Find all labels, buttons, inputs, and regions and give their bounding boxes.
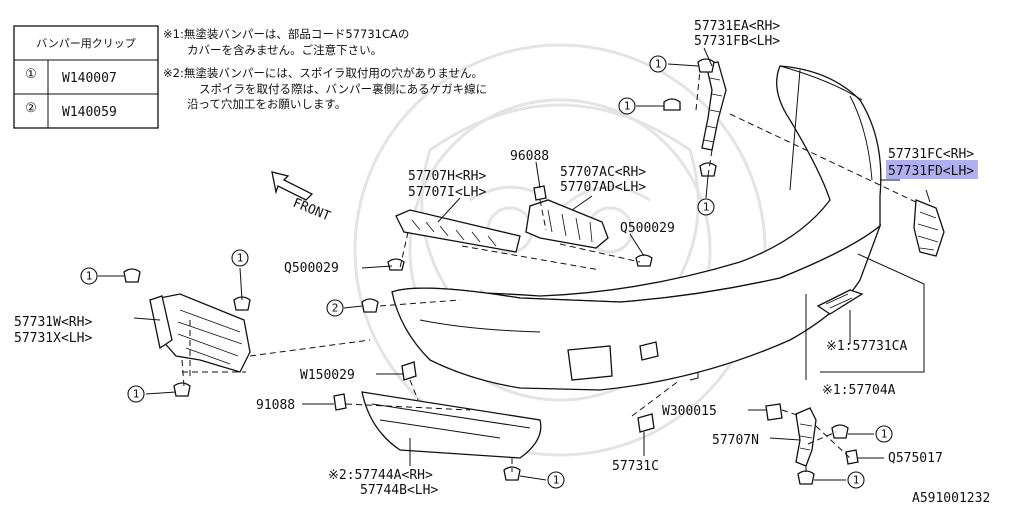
callout-1-h: 1 — [875, 425, 893, 443]
front-label: FRONT — [291, 196, 333, 225]
highlight-57731FD — [886, 160, 978, 179]
label-57731FD: 57731FD<LH> — [888, 164, 974, 179]
bumper-side-support-bracket-57707h — [395, 209, 521, 253]
svg-text:1: 1 — [881, 428, 888, 441]
callout-1-a: 1 — [649, 55, 667, 73]
note1-line1: ※1:無塗装バンパーは、部品コード57731CAの — [163, 27, 409, 41]
label-57744B: 57744B<LH> — [360, 483, 438, 498]
bumper-side-support-bracket-57707ac — [525, 199, 609, 249]
label-57744A: ※2:57744A<RH> — [328, 468, 433, 483]
label-57731X: 57731X<LH> — [14, 331, 92, 346]
diagram-id: A591001232 — [912, 491, 990, 506]
label-57731EA: 57731EA<RH> — [694, 19, 780, 34]
svg-text:1: 1 — [853, 474, 860, 487]
svg-text:1: 1 — [703, 201, 710, 214]
bumper-cap-57731c — [637, 413, 655, 433]
label-57707AC: 57707AC<RH> — [560, 165, 646, 180]
label-91088: 91088 — [256, 398, 295, 413]
note2-line1: ※2:無塗装バンパーには、スポイラ取付用の穴がありません。 — [163, 66, 483, 80]
label-57731C: 57731C — [612, 459, 659, 474]
bumper-bracket-57707n — [795, 407, 817, 467]
callout-1-i: 1 — [847, 471, 865, 489]
label-57707N: 57707N — [712, 433, 759, 448]
callout-1-b: 1 — [618, 97, 636, 115]
label-57707H: 57707H<RH> — [408, 169, 486, 184]
callout-1-d: 1 — [80, 267, 98, 285]
leader-lines — [98, 47, 931, 481]
label-57731FC: 57731FC<RH> — [888, 147, 974, 162]
svg-text:1: 1 — [237, 252, 244, 265]
notes-block: ※1:無塗装バンパーは、部品コード57731CAの カバーを含みません。ご注意下… — [163, 27, 487, 111]
callout-1-f: 1 — [127, 385, 145, 403]
svg-text:1: 1 — [655, 58, 662, 71]
callout-markers: 1 1 1 2 1 1 1 1 1 1 — [80, 55, 893, 489]
label-57704A: ※1:57704A — [822, 383, 896, 398]
label-96088: 96088 — [510, 149, 549, 164]
bumper-side-spacer-right — [913, 199, 945, 257]
label-Q500029-left: Q500029 — [284, 261, 339, 276]
note1-line2: カバーを含みません。ご注意下さい。 — [187, 43, 382, 57]
callout-1-g: 1 — [547, 471, 565, 489]
note2-line3: 沿って穴加工をお願いします。 — [187, 97, 346, 111]
clip-table-header: バンパー用クリップ — [36, 37, 136, 50]
bumper-upper-bracket — [701, 61, 727, 151]
rear-bumper-cover — [391, 65, 882, 391]
label-W300015: W300015 — [662, 404, 717, 419]
bumper-side-bracket-left — [149, 293, 251, 373]
clip-table-row2-code: W140059 — [62, 105, 117, 120]
label-Q575017: Q575017 — [888, 451, 943, 466]
label-57707I: 57707I<LH> — [408, 185, 486, 200]
part-number-labels: 57731EA<RH> 57731FB<LH> 57731FC<RH> 5773… — [14, 19, 990, 506]
bumper-cover-57731ca — [816, 289, 864, 315]
callout-2-a: 2 — [326, 299, 344, 317]
callout-1-e: 1 — [231, 249, 249, 267]
svg-text:1: 1 — [133, 388, 140, 401]
rear-under-spoiler — [361, 391, 542, 459]
fasteners — [123, 58, 859, 485]
label-57707AD: 57707AD<LH> — [560, 180, 646, 195]
front-direction-arrow: FRONT — [271, 171, 333, 225]
callout-1-c: 1 — [697, 198, 715, 216]
label-57731FB: 57731FB<LH> — [694, 34, 780, 49]
label-57731W: 57731W<RH> — [14, 315, 92, 330]
label-Q500029-right: Q500029 — [620, 221, 675, 236]
svg-text:2: 2 — [332, 302, 339, 315]
svg-text:1: 1 — [86, 270, 93, 283]
svg-text:1: 1 — [624, 100, 631, 113]
svg-text:1: 1 — [553, 474, 560, 487]
note2-line2: スポイラを取付る際は、バンパー裏側にあるケガキ線に — [199, 82, 487, 96]
assembly-dashed-lines — [181, 69, 921, 476]
clip-table-row2-num: ② — [25, 101, 37, 116]
label-57731CA: ※1:57731CA — [826, 339, 908, 354]
clip-table-row1-code: W140007 — [62, 71, 117, 86]
clip-table: バンパー用クリップ ① W140007 ② W140059 — [13, 25, 159, 129]
clip-table-row1-num: ① — [25, 67, 37, 82]
label-W150029: W150029 — [300, 368, 355, 383]
